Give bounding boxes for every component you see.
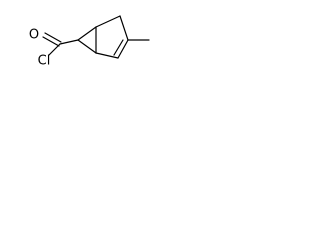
- bond-cyclopentene-2: [119, 15, 129, 41]
- bond-c-cl: [48, 43, 61, 56]
- chemical-structure-diagram: O Cl: [29, 15, 150, 69]
- oxygen-label: O: [29, 28, 39, 43]
- bond-cyclopentene-double-1: [117, 39, 129, 59]
- bond-c-o-double-2: [42, 36, 60, 47]
- bond-c-o-double-1: [44, 32, 62, 43]
- bond-cyclopentene-1: [95, 15, 121, 28]
- bond-cyclopentene-3: [95, 52, 119, 59]
- bond-carbonyl-to-ring: [59, 39, 79, 45]
- bond-cyclopropane-2: [77, 39, 97, 54]
- bond-cyclopentene-double-2: [113, 39, 124, 56]
- bond-cyclopropane-1: [77, 26, 97, 41]
- chlorine-label: Cl: [38, 54, 51, 69]
